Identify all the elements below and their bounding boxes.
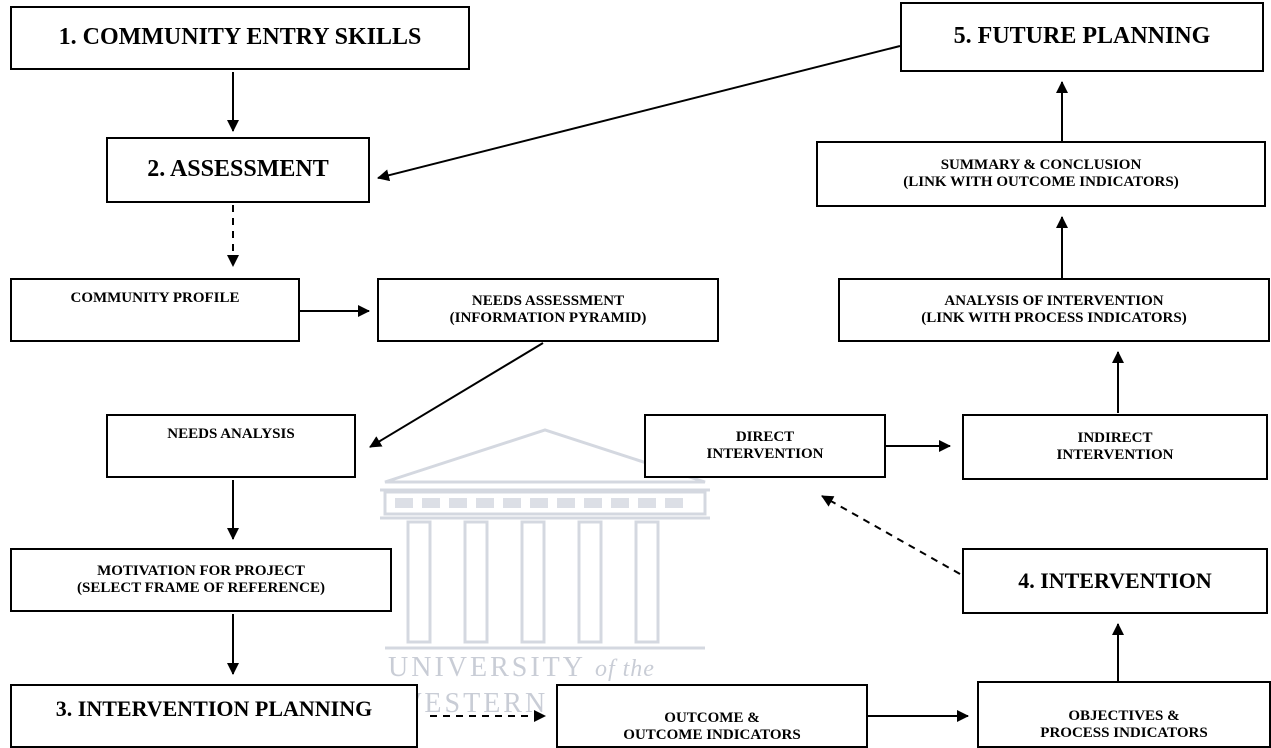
- assessment-box: 2. ASSESSMENT: [106, 137, 370, 203]
- intervention-planning-box: 3. INTERVENTION PLANNING: [10, 684, 418, 748]
- arrow-needs-assessment-to-analysis: [369, 342, 544, 448]
- intervention-box: 4. INTERVENTION: [962, 548, 1268, 614]
- objectives-process-indicators-box: OBJECTIVES & PROCESS INDICATORS: [977, 681, 1271, 748]
- watermark-university-text: UNIVERSITY of the: [388, 652, 655, 683]
- future-planning-box: 5. FUTURE PLANNING: [900, 2, 1264, 72]
- needs-analysis-box: NEEDS ANALYSIS: [106, 414, 356, 478]
- arrow-future-to-assessment: [377, 45, 901, 182]
- analysis-of-intervention-box: ANALYSIS OF INTERVENTION (LINK WITH PROC…: [838, 278, 1270, 342]
- community-profile-box: COMMUNITY PROFILE: [10, 278, 300, 342]
- arrow-intervention-to-direct: [821, 495, 961, 575]
- motivation-for-project-box: MOTIVATION FOR PROJECT (SELECT FRAME OF …: [10, 548, 392, 612]
- outcome-indicators-box: OUTCOME & OUTCOME INDICATORS: [556, 684, 868, 748]
- indirect-intervention-box: INDIRECT INTERVENTION: [962, 414, 1268, 480]
- community-entry-skills-box: 1. COMMUNITY ENTRY SKILLS: [10, 6, 470, 70]
- needs-assessment-box: NEEDS ASSESSMENT (INFORMATION PYRAMID): [377, 278, 719, 342]
- direct-intervention-box: DIRECT INTERVENTION: [644, 414, 886, 478]
- summary-conclusion-box: SUMMARY & CONCLUSION (LINK WITH OUTCOME …: [816, 141, 1266, 207]
